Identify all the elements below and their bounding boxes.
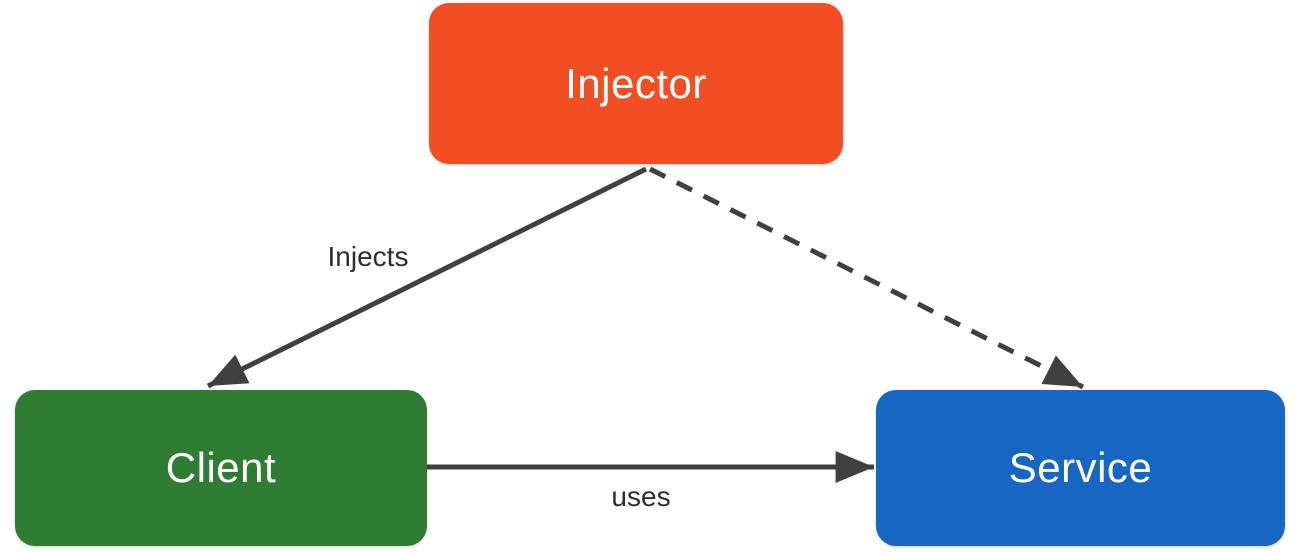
node-service: Service [876,390,1285,546]
node-client: Client [15,390,427,546]
node-injector: Injector [429,3,843,164]
edge-injector-to-service [648,166,1085,390]
edge-injector-to-client [206,166,648,389]
node-client-label: Client [165,444,277,491]
edge-label-injects: Injects [327,241,409,272]
node-service-label: Service [1008,444,1153,491]
edge-label-uses: uses [611,481,671,512]
node-injector-label: Injector [565,59,707,107]
